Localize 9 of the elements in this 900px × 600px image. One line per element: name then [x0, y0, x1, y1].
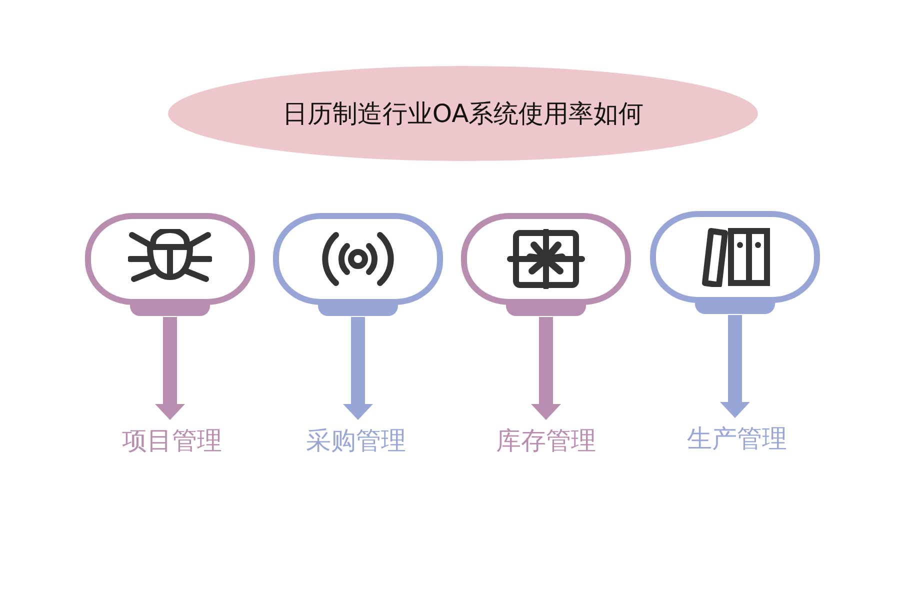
arrow: [343, 317, 373, 420]
arrow: [531, 317, 561, 420]
category-label: 库存管理: [496, 424, 596, 457]
arrow: [155, 317, 185, 420]
arrow: [720, 315, 750, 418]
title: 日历制造行业OA系统使用率如何: [282, 98, 644, 130]
category-label: 项目管理: [122, 424, 222, 457]
category-label: 生产管理: [687, 422, 787, 455]
category-label: 采购管理: [306, 424, 406, 457]
